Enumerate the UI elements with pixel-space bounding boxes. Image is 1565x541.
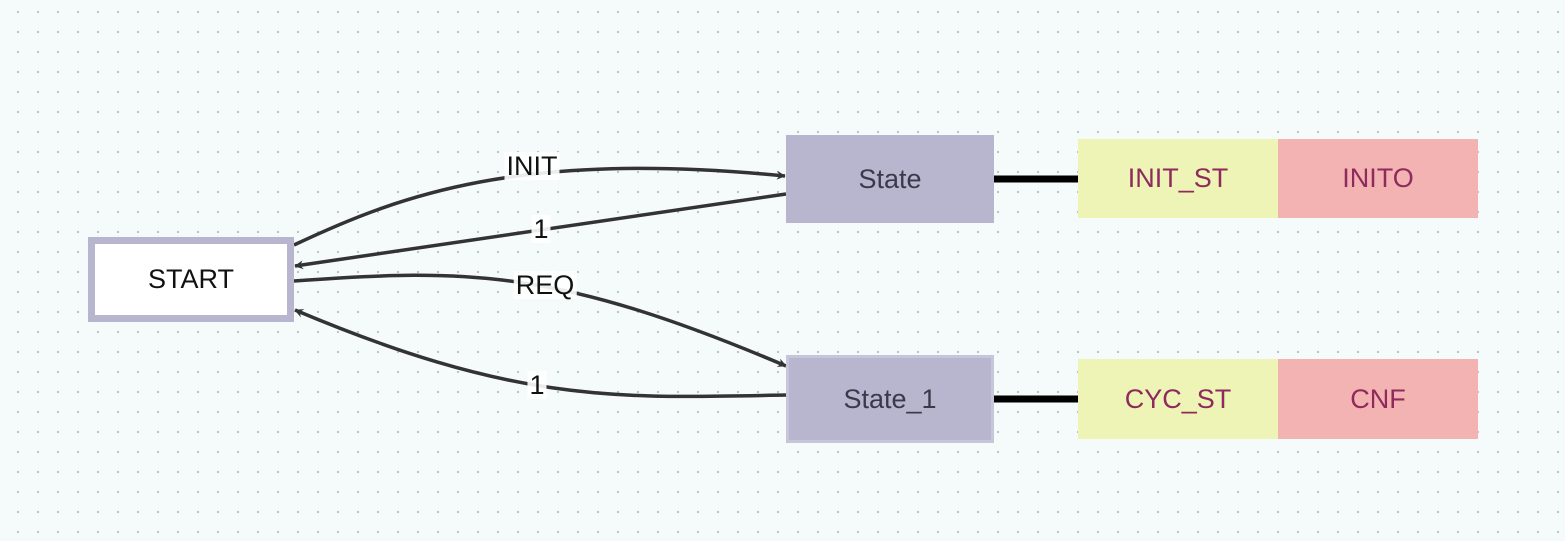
action-algorithm-label: INIT_ST [1127,163,1229,193]
action-event-inito[interactable]: INITO [1278,139,1478,218]
transition-label-init: INIT [504,151,560,181]
transition-label-req: REQ [513,270,577,300]
action-algorithm-init-st[interactable]: INIT_ST [1078,139,1278,218]
start-state-label: START [147,264,234,294]
action-event-label: INITO [1342,163,1414,193]
transition-label-state1-return: 1 [527,370,547,400]
state-node[interactable]: State [786,135,994,223]
action-algorithm-cyc-st[interactable]: CYC_ST [1078,359,1278,439]
state1-node-label: State_1 [843,383,937,414]
transition-state1-to-start[interactable] [294,308,787,399]
start-state[interactable]: START [88,237,294,322]
state1-node[interactable]: State_1 [786,355,994,443]
transition-start-to-state[interactable] [293,166,786,247]
transition-label-state-return: 1 [531,214,551,244]
action-event-label: CNF [1350,383,1406,414]
action-event-cnf[interactable]: CNF [1278,359,1478,439]
state-node-label: State [858,163,922,194]
action-algorithm-label: CYC_ST [1124,383,1232,414]
